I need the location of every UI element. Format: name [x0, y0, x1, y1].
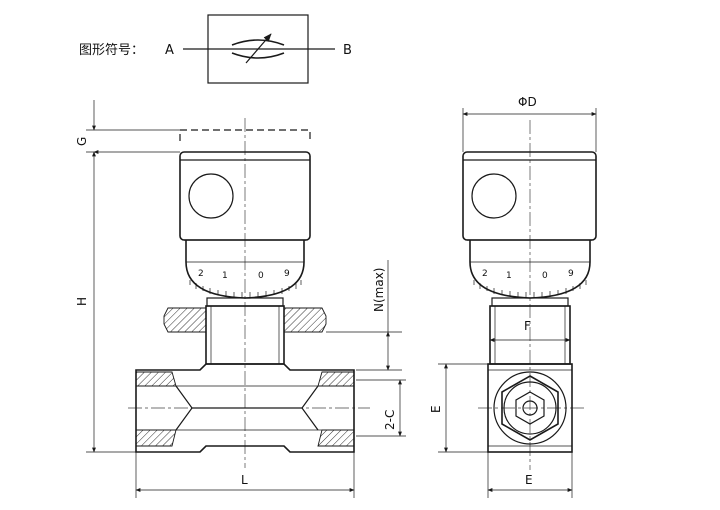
port-outer-circle: [493, 371, 567, 445]
dim-n-label: N(max): [372, 268, 386, 312]
side-view: ΦD 2 1 0 9 F: [429, 95, 597, 498]
side-dial-number: 9: [568, 269, 574, 279]
knob-knurl-icon: [188, 173, 234, 219]
port-bore: [522, 400, 538, 416]
symbol-adjust-arrow: [245, 33, 272, 64]
symbol-title: 图形符号：: [79, 42, 144, 58]
dial-ticks: [189, 280, 302, 298]
side-dial-number: 1: [506, 271, 512, 281]
dim-l-label: L: [241, 473, 248, 487]
dim-d-label: ΦD: [518, 95, 537, 109]
front-view: 2 1 0 9 G H: [75, 100, 406, 498]
dial-number: 2: [198, 269, 204, 279]
symbol-upper-throttle-arc: [231, 39, 285, 46]
dim-e-vertical-label: E: [429, 405, 443, 413]
side-dial-number: 2: [482, 269, 488, 279]
port-hex-nut: [501, 375, 559, 441]
dim-g-label: G: [75, 137, 89, 146]
knob-extended-outline: [179, 129, 311, 141]
side-body: [487, 363, 573, 453]
port-a-label: A: [165, 43, 174, 58]
port-thread-circle: [503, 381, 557, 435]
dial-number: 9: [284, 269, 290, 279]
dial-number: 0: [258, 271, 264, 281]
dim-e-horizontal-label: E: [525, 473, 533, 487]
dial-number: 1: [222, 271, 228, 281]
port-left-upper-thread: [135, 371, 177, 387]
port-left-lower-thread: [135, 429, 177, 447]
side-dial-ticks: [473, 280, 587, 298]
graphic-symbol: 图形符号： A B: [79, 14, 352, 84]
dim-f-label: F: [524, 319, 531, 333]
dim-h-label: H: [75, 297, 89, 306]
port-b-label: B: [343, 43, 352, 58]
side-knob-knurl-icon: [471, 173, 517, 219]
symbol-lower-throttle-arc: [231, 52, 285, 59]
port-right-upper-thread: [317, 371, 355, 387]
dim-c-label: 2-C: [383, 410, 397, 430]
side-knob-body: [462, 151, 597, 241]
side-dial-number: 0: [542, 271, 548, 281]
panel-nut-left: [163, 307, 207, 333]
port-inner-hex: [515, 391, 545, 425]
panel-nut-right: [283, 307, 327, 333]
port-right-lower-thread: [317, 429, 355, 447]
